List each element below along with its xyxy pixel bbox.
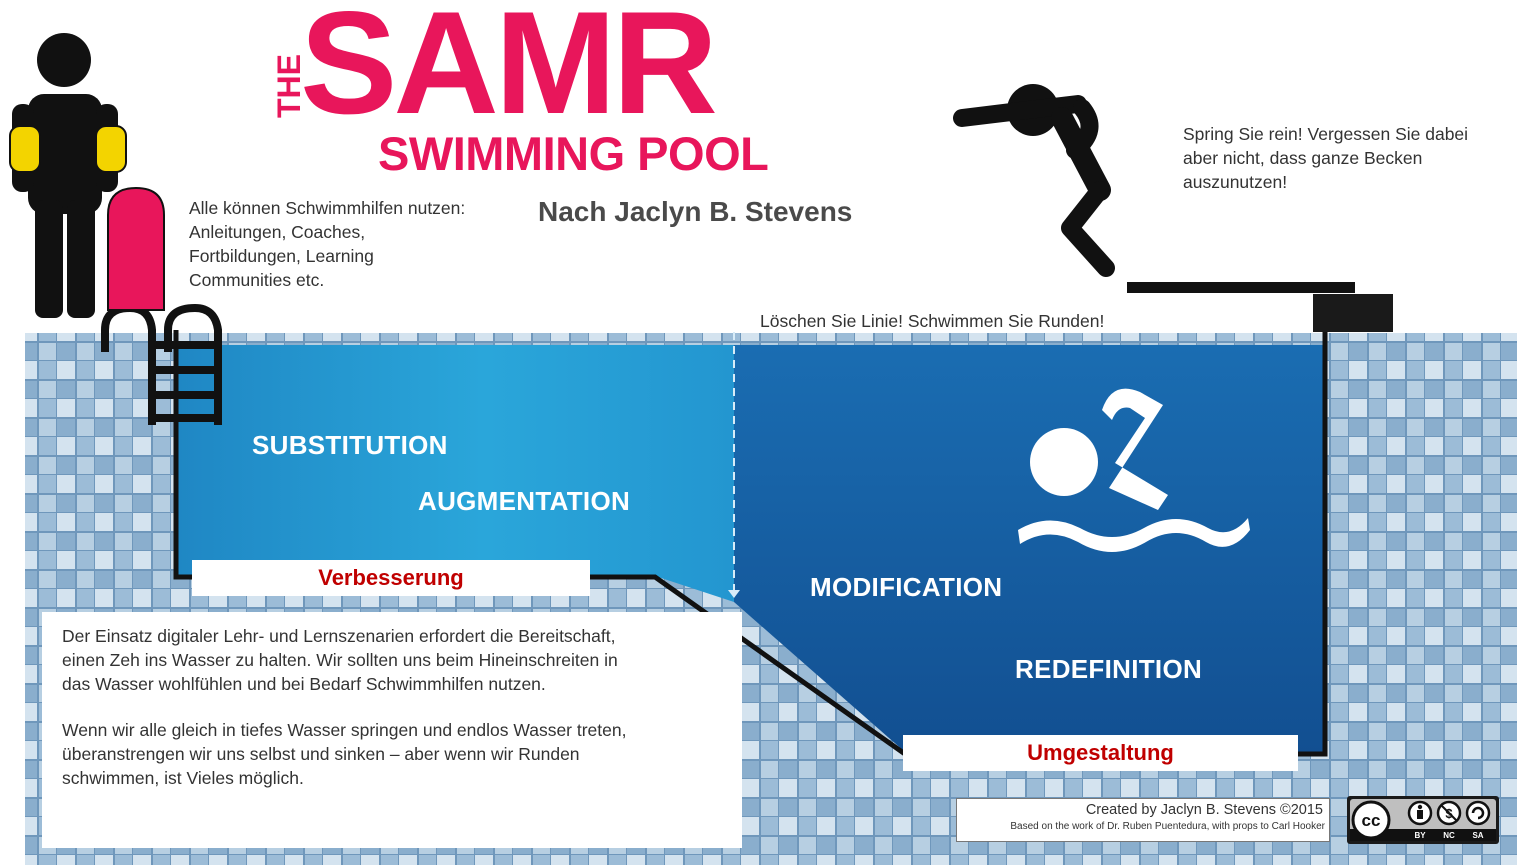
logo-the: THE bbox=[271, 54, 307, 118]
description-line: das Wasser wohlfühlen und bei Bedarf Sch… bbox=[62, 674, 546, 694]
description-paragraph-1: Der Einsatz digitaler Lehr- und Lernszen… bbox=[62, 624, 618, 696]
cc-nc: NC bbox=[1443, 831, 1455, 840]
lane-line-arrow bbox=[728, 590, 740, 598]
note-line: auszunutzen! bbox=[1183, 172, 1288, 192]
note-lane-line: Löschen Sie Linie! Schwimmen Sie Runden! bbox=[760, 311, 1105, 331]
note-jump: Spring Sie rein! Vergessen Sie dabei abe… bbox=[1183, 122, 1468, 194]
note-line: Anleitungen, Coaches, bbox=[189, 222, 366, 242]
credit-author: Created by Jaclyn B. Stevens ©2015 bbox=[1085, 802, 1323, 818]
cc-text: cc bbox=[1362, 811, 1381, 830]
stage-redefinition: REDEFINITION bbox=[1015, 654, 1203, 684]
description-line: Der Einsatz digitaler Lehr- und Lernszen… bbox=[62, 626, 616, 646]
description-line: überanstrengen wir uns selbst und sinken… bbox=[62, 744, 580, 764]
description-line: einen Zeh ins Wasser zu halten. Wir soll… bbox=[62, 650, 618, 670]
cc-license-badge[interactable]: cc $ BY NC SA bbox=[1347, 796, 1499, 844]
cc-sa: SA bbox=[1472, 831, 1483, 840]
label-enhancement: Verbesserung bbox=[192, 560, 590, 596]
cc-by: BY bbox=[1414, 831, 1426, 840]
note-line: Spring Sie rein! Vergessen Sie dabei bbox=[1183, 124, 1469, 144]
attribution: Nach Jaclyn B. Stevens bbox=[538, 196, 853, 227]
note-line: Fortbildungen, Learning bbox=[189, 246, 374, 266]
svg-text:THE: THE bbox=[271, 54, 307, 118]
swimmer-icon bbox=[1018, 388, 1250, 552]
diving-board-base bbox=[1313, 294, 1393, 332]
deep-water bbox=[734, 345, 1323, 752]
stage-substitution: SUBSTITUTION bbox=[252, 430, 448, 460]
note-line: Alle können Schwimmhilfen nutzen: bbox=[189, 198, 466, 218]
credit-basis: Based on the work of Dr. Ruben Puentedur… bbox=[1010, 821, 1325, 832]
note-line: Communities etc. bbox=[189, 270, 325, 290]
pool-outline bbox=[173, 330, 1328, 757]
logo-title: SAMR bbox=[300, 0, 718, 144]
description-box: Der Einsatz digitaler Lehr- und Lernszen… bbox=[42, 612, 742, 848]
diving-board bbox=[1127, 282, 1355, 293]
note-line: aber nicht, dass ganze Becken bbox=[1183, 148, 1423, 168]
stage-modification: MODIFICATION bbox=[810, 572, 1003, 602]
logo-subtitle: SWIMMING POOL bbox=[378, 127, 769, 180]
diving-person-icon bbox=[953, 84, 1115, 277]
credit-box: Created by Jaclyn B. Stevens ©2015 Based… bbox=[956, 798, 1330, 842]
stage-augmentation: AUGMENTATION bbox=[418, 486, 631, 516]
shallow-water bbox=[178, 345, 734, 602]
description-line: Wenn wir alle gleich in tiefes Wasser sp… bbox=[62, 720, 627, 740]
note-swimming-aids: Alle können Schwimmhilfen nutzen: Anleit… bbox=[189, 196, 465, 292]
description-line: schwimmen, ist Vieles möglich. bbox=[62, 768, 304, 788]
label-transformation: Umgestaltung bbox=[903, 735, 1298, 771]
standing-person-icon bbox=[9, 33, 165, 318]
description-paragraph-2: Wenn wir alle gleich in tiefes Wasser sp… bbox=[62, 718, 626, 790]
cc-license-icons: cc $ BY NC SA bbox=[1350, 799, 1496, 841]
